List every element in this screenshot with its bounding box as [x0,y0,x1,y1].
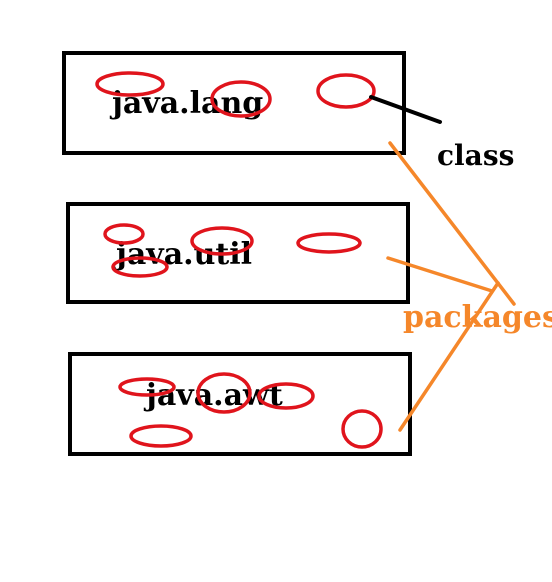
packages-pointer-line [388,141,516,306]
class-oval [210,80,272,118]
package-box-java-util [66,202,410,304]
class-oval [196,372,252,414]
class-oval [190,226,254,256]
packages-pointer-line [386,256,494,293]
class-oval [103,223,145,245]
class-oval [118,377,176,397]
package-box-java-lang [62,51,406,155]
class-oval [316,73,376,109]
package-java-util: java.util [66,202,410,304]
class-label: class [437,139,514,172]
class-oval [257,382,315,410]
package-java-lang: java.lang [62,51,406,155]
packages-pointer-line [398,281,500,432]
package-box-java-awt [68,352,412,456]
class-pointer-line [369,95,442,124]
packages-annotation: packages [386,141,552,432]
class-annotation: class [369,95,514,172]
class-oval [95,71,165,97]
class-oval [129,424,193,448]
package-label-java-awt: java.awt [143,378,283,413]
class-oval [341,409,383,449]
class-oval [296,232,362,254]
class-oval [111,256,169,278]
package-java-awt: java.awt [68,352,412,456]
packages-label: packages [403,300,552,335]
